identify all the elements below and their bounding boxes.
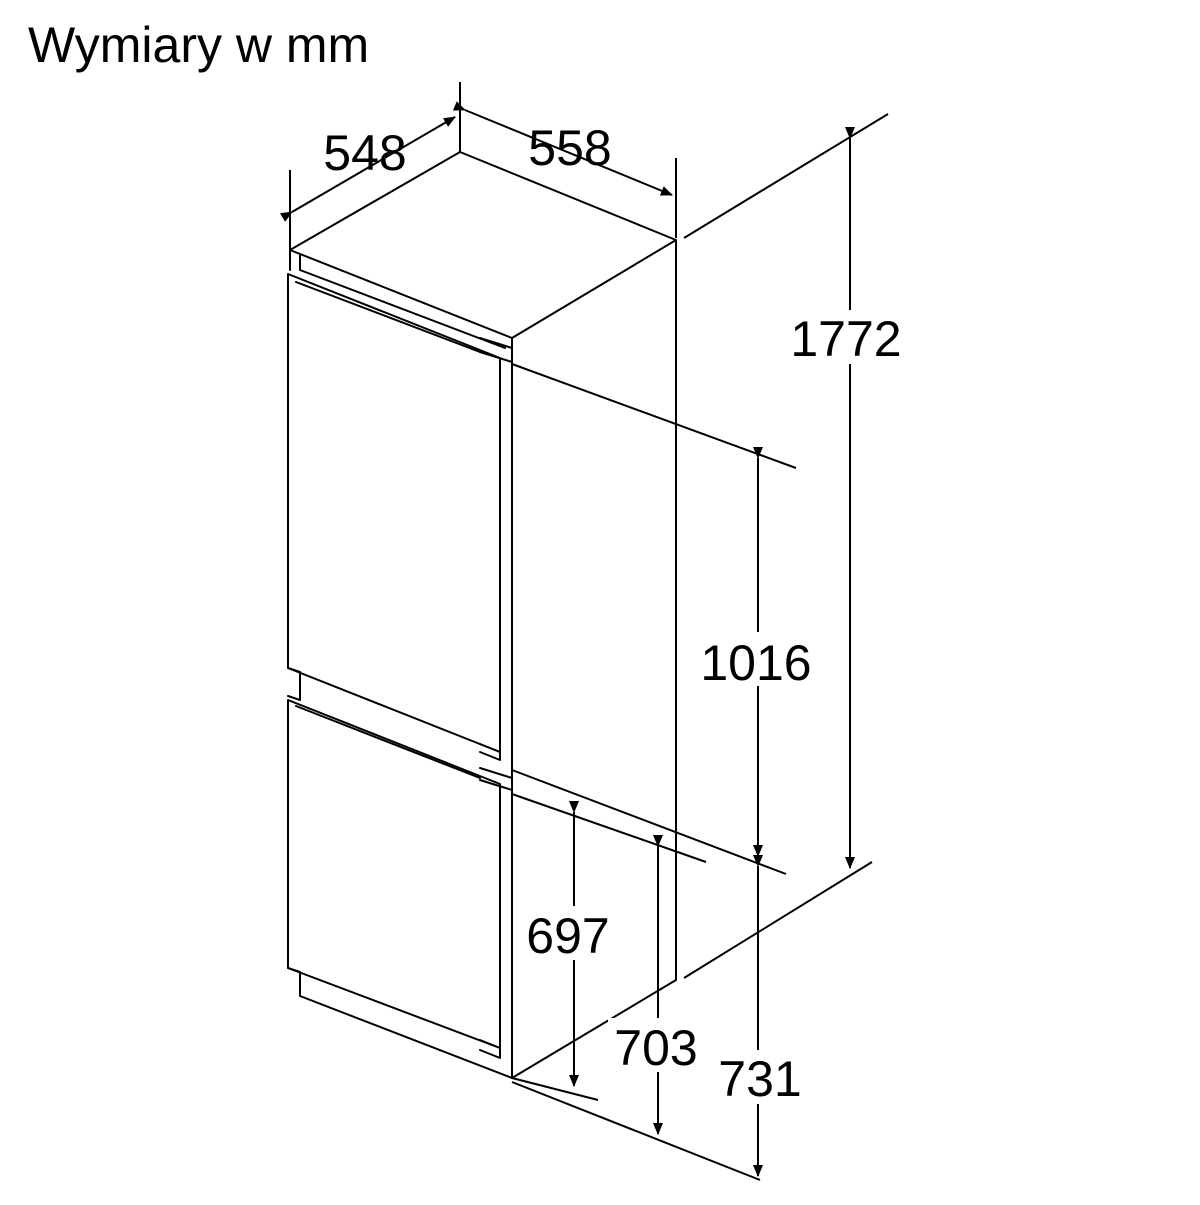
extension-lines (289, 82, 889, 1181)
cabinet-bottom-edge (511, 979, 677, 1079)
dim-label-697: 697 (526, 908, 609, 964)
dim-label-1016: 1016 (700, 635, 811, 691)
dim-548: 548 (279, 116, 456, 222)
dim-703: 703 (608, 835, 708, 1135)
dim-1772: 1772 (785, 127, 915, 869)
dim-label-1772: 1772 (790, 311, 901, 367)
dim-label-548: 548 (323, 125, 406, 181)
diagram-title: Wymiary w mm (28, 17, 370, 73)
lower-door (287, 699, 513, 1079)
upper-door (287, 273, 513, 761)
dim-label-703: 703 (614, 1020, 697, 1076)
dim-1016: 1016 (692, 447, 824, 857)
dim-label-558: 558 (528, 120, 611, 176)
dim-731: 731 (712, 855, 812, 1177)
dim-697: 697 (520, 801, 620, 1087)
dim-558: 558 (452, 101, 673, 196)
dim-label-731: 731 (718, 1051, 801, 1107)
cabinet-outline (289, 151, 677, 1079)
